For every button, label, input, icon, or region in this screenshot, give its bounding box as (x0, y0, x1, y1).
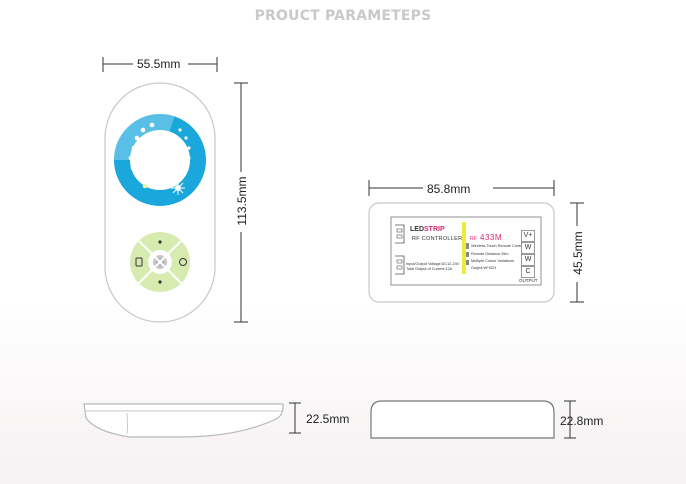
feature-distance: Remote Distance:15m (471, 252, 509, 256)
remote-width-label: 55.5mm (137, 57, 181, 71)
touch-ring (114, 114, 206, 206)
brand-strip: STRIP (424, 226, 445, 233)
feature-colour: Multiple Colour Variations (471, 259, 514, 263)
controller-width-label: 85.8mm (427, 182, 471, 196)
controller-height-label: 45.5mm (571, 231, 585, 275)
brand-subtitle: RF CONTROLLER (412, 236, 463, 242)
controller-height-dimension (570, 202, 584, 303)
spec-current: Total Output of Current:12A (406, 267, 453, 271)
feature-output: Output:W*3CH (471, 266, 497, 270)
remote-height-label: 113.5mm (235, 176, 249, 226)
terminal-w1: W (521, 242, 535, 254)
yellow-marker-bar (462, 222, 466, 274)
button-pad (130, 232, 190, 292)
output-label: OUTPUT (519, 278, 538, 283)
terminal-w2: W (521, 254, 535, 266)
remote-height-dimension (234, 82, 248, 323)
controller-side-view (370, 400, 555, 439)
terminal-c: C (521, 266, 535, 278)
rf-frequency: 433M (480, 233, 503, 242)
remote-thickness-dimension (289, 402, 301, 434)
controller-thickness-label: 22.8mm (560, 414, 604, 428)
remote-thickness-label: 22.5mm (306, 412, 350, 426)
brand-led: LED (410, 226, 424, 233)
terminal-vplus: V+ (521, 230, 535, 242)
feature-wireless: Wireless Touch Remote Control (471, 244, 525, 248)
brightness-icon (171, 181, 185, 195)
rf-prefix: RF (470, 236, 477, 242)
remote-side-view (83, 403, 284, 438)
controller-width-dimension (368, 180, 555, 196)
spec-voltage: Input/Output Voltage:DC12-24V (406, 262, 460, 266)
controller-thickness-dimension (564, 400, 576, 439)
page-title: PROUCT PARAMETEPS (254, 8, 432, 24)
remote-width-dimension (102, 57, 218, 72)
